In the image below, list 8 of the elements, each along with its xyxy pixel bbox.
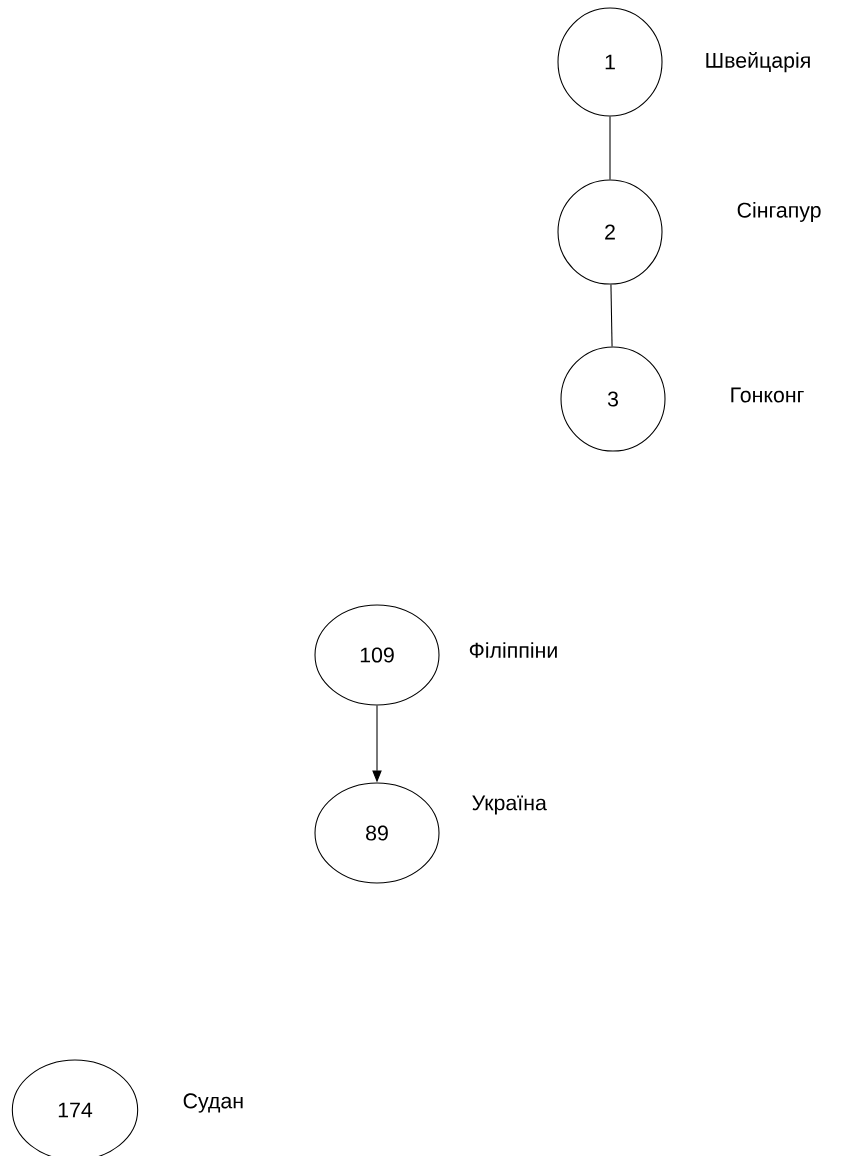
connector-line [609, 116, 611, 180]
connector-line [610, 284, 613, 347]
country-label: Філіппіни [469, 642, 557, 658]
country-label: Гонконг [731, 387, 804, 403]
country-label: Швейцарія [706, 51, 810, 73]
country-label: Судан [183, 1093, 243, 1113]
country-label: Україна [472, 795, 547, 815]
country-label: Сінгапур [737, 202, 821, 222]
